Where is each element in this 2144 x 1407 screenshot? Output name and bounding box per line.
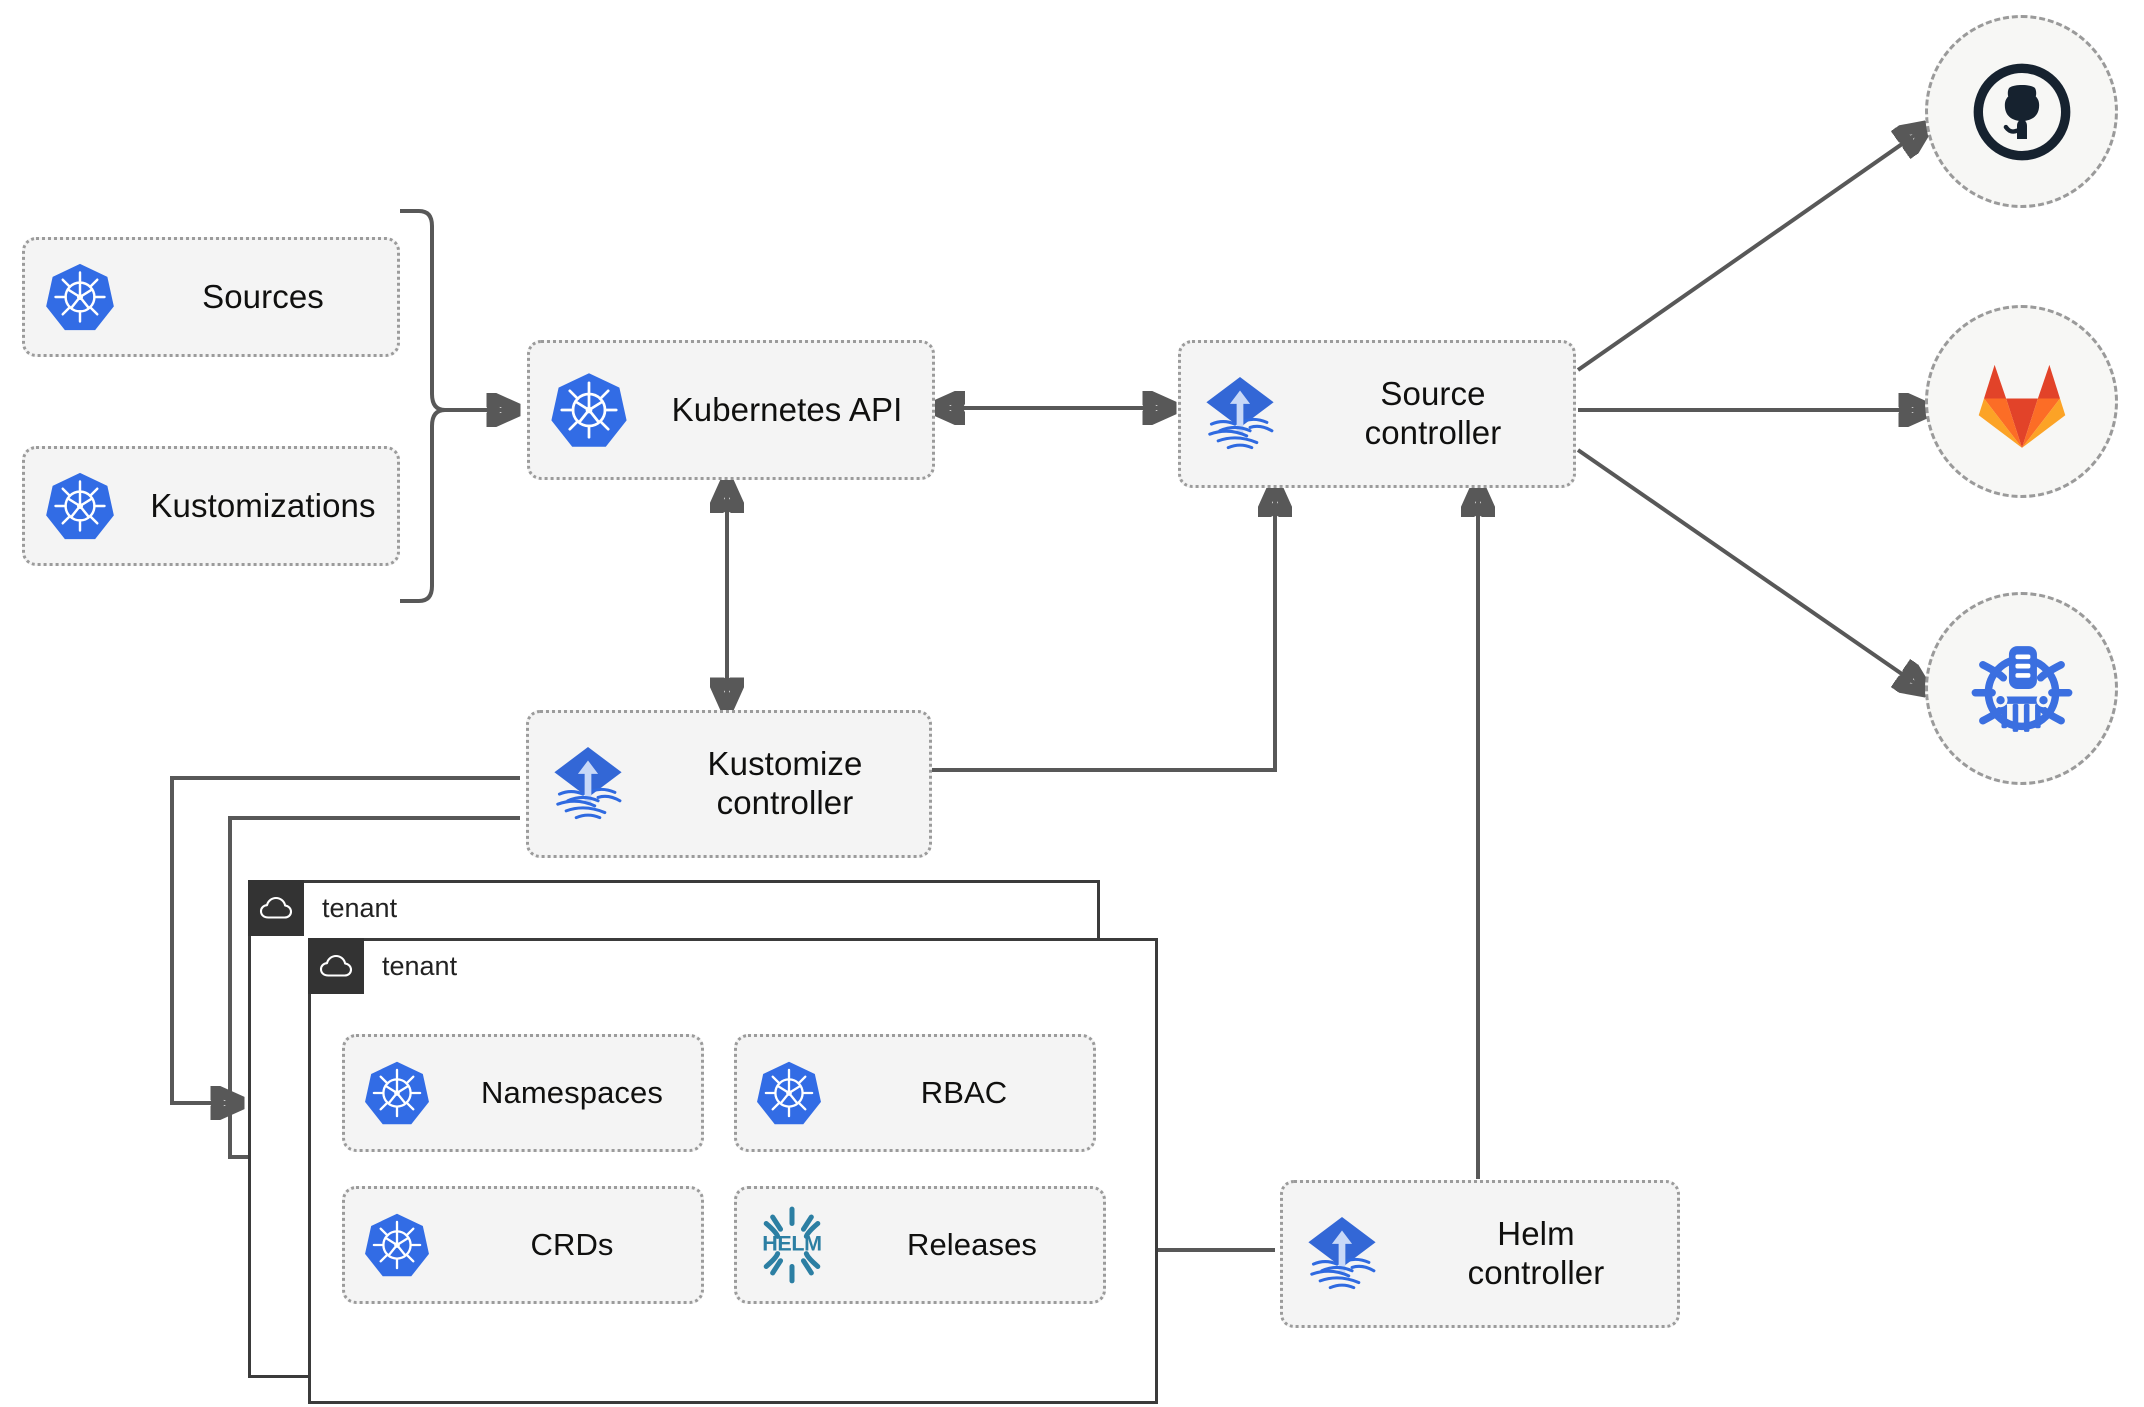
provider-helm-repository[interactable] [1925, 592, 2118, 785]
kubernetes-icon [25, 261, 135, 333]
tenant-1-label: tenant [322, 892, 398, 923]
kubernetes-icon [737, 1059, 841, 1127]
kubernetes-icon [530, 370, 648, 450]
cloud-icon [308, 938, 364, 994]
node-kustomize-controller-label: Kustomize controller [707, 745, 863, 821]
tenant-2-label: tenant [382, 950, 458, 981]
node-source-controller-label: Source controller [1364, 375, 1502, 451]
kubernetes-icon [25, 470, 135, 542]
node-kubernetes-api-label: Kubernetes API [671, 390, 903, 428]
helm-icon: HELM [737, 1202, 847, 1288]
flux-icon [1181, 372, 1299, 456]
node-rbac-label: RBAC [920, 1074, 1008, 1110]
wire-sourcectrl-helmrepo [1576, 448, 1925, 690]
node-kustomize-controller[interactable]: Kustomize controller [526, 710, 932, 858]
provider-gitlab[interactable] [1925, 305, 2118, 498]
node-crds-label: CRDs [530, 1226, 614, 1262]
node-kustomizations-label: Kustomizations [150, 486, 376, 524]
flux-icon [529, 742, 647, 826]
node-releases[interactable]: HELM Releases [734, 1186, 1106, 1304]
tenant-1-titlebar: tenant [248, 880, 397, 936]
wire-sourcectrl-github [1576, 128, 1925, 372]
node-rbac[interactable]: RBAC [734, 1034, 1096, 1152]
wire-kustomizectrl-tenant1 [170, 776, 520, 1103]
wire-kustomizectrl-sourcectrl [932, 487, 1275, 772]
kubernetes-icon [345, 1059, 449, 1127]
gitlab-icon [1978, 364, 2065, 448]
svg-text:HELM: HELM [762, 1232, 821, 1256]
group-bracket [400, 209, 446, 603]
provider-github[interactable] [1925, 15, 2118, 208]
node-releases-label: Releases [906, 1226, 1038, 1262]
node-helm-controller[interactable]: Helm controller [1280, 1180, 1680, 1328]
cloud-icon [248, 880, 304, 936]
node-source-controller[interactable]: Source controller [1178, 340, 1576, 488]
node-namespaces-label: Namespaces [481, 1074, 663, 1110]
helm-repository-icon [1971, 645, 2072, 732]
tenant-window-2[interactable]: tenant [308, 938, 1158, 1404]
tenant-2-titlebar: tenant [308, 938, 457, 994]
node-kustomizations[interactable]: Kustomizations [22, 446, 400, 566]
node-crds[interactable]: CRDs [342, 1186, 704, 1304]
node-helm-controller-label: Helm controller [1467, 1215, 1605, 1291]
flux-icon [1283, 1212, 1401, 1296]
node-sources[interactable]: Sources [22, 237, 400, 357]
node-kubernetes-api[interactable]: Kubernetes API [527, 340, 935, 480]
kubernetes-icon [345, 1211, 449, 1279]
github-icon [1973, 63, 2070, 160]
node-namespaces[interactable]: Namespaces [342, 1034, 704, 1152]
node-sources-label: Sources [202, 277, 324, 315]
